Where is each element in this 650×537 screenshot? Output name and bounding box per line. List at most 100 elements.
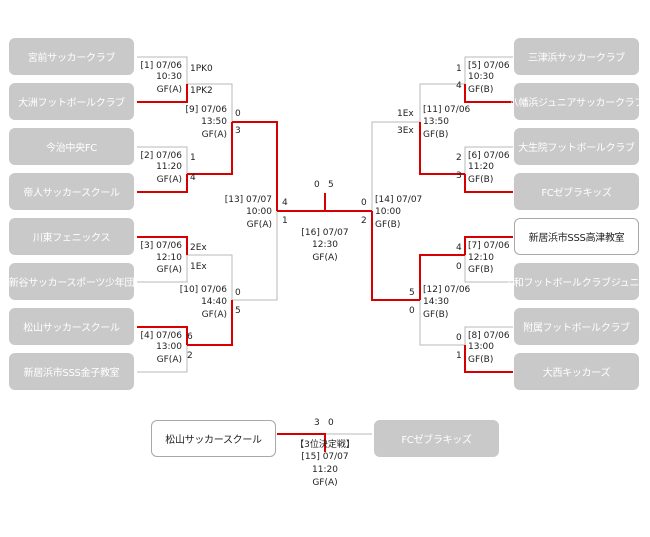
m3-score-2: 1Ex (190, 262, 207, 272)
line-m12-win (419, 254, 465, 300)
m15-info-2: 11:20 (312, 465, 338, 475)
m16-info-3: GF(A) (312, 253, 338, 263)
m9-info-3: GF(A) (201, 130, 227, 140)
m15-score-2: 0 (328, 418, 334, 428)
line-m10-top (187, 254, 233, 300)
line-m11-win (419, 122, 465, 175)
team-left-6: 新谷サッカースポーツ少年団 (9, 263, 135, 300)
m5-info-1: [5] 07/06 (468, 61, 510, 71)
line-m3-bottom (137, 255, 188, 283)
m8-score-1: 0 (456, 333, 462, 343)
line-m9-top (187, 83, 233, 122)
third-place-title: 【3位決定戦】 (295, 440, 355, 450)
team-right-6: 宇和フットボールクラブジュニア (504, 263, 649, 300)
m3-info-1: [3] 07/06 (140, 241, 182, 251)
m2-score-2: 4 (190, 173, 196, 183)
team-left-8: 新居浜市SSS金子教室 (9, 353, 134, 390)
m2-info-1: [2] 07/06 (140, 151, 182, 161)
m14-score-2: 2 (361, 216, 367, 226)
m16-score-2: 5 (328, 180, 334, 190)
m11-info-3: GF(B) (423, 130, 449, 140)
m2-info-2: 11:20 (156, 162, 182, 172)
m11-score-1: 1Ex (397, 109, 414, 119)
line-m1-top (137, 56, 188, 84)
m4-score-1: 6 (187, 332, 193, 342)
team-right-1: 三津浜サッカークラブ (514, 38, 639, 75)
line-m8-top (464, 326, 513, 345)
team-right-2: 八幡浜ジュニアサッカークラブ (509, 83, 644, 120)
m4-info-3: GF(A) (156, 355, 182, 365)
line-m13-bottom (232, 211, 278, 301)
m10-score-2: 5 (235, 306, 241, 316)
line-m12-bottom (419, 300, 465, 346)
m14-info-3: GF(B) (375, 220, 401, 230)
line-m3-win (137, 236, 188, 255)
m8-info-3: GF(B) (468, 355, 494, 365)
m11-score-2: 3Ex (397, 126, 414, 136)
m8-info-2: 13:00 (468, 342, 494, 352)
line-m4-bottom (137, 345, 188, 373)
m13-info-2: 10:00 (246, 207, 272, 217)
line-m10-win (187, 300, 233, 346)
team-left-7: 松山サッカースクール (9, 308, 134, 345)
team-left-1: 宮前サッカークラブ (9, 38, 134, 75)
line-m11-top (419, 83, 465, 122)
line-m8-win (464, 345, 513, 373)
team-right-4: FCゼブラキッズ (514, 173, 639, 210)
team-left-5: 川東フェニックス (9, 218, 134, 255)
line-m6-top (464, 146, 513, 174)
m12-info-3: GF(B) (423, 310, 449, 320)
m13-info-1: [13] 07/07 (224, 195, 272, 205)
team-left-4: 帝人サッカースクール (9, 173, 134, 210)
team-right-7: 附属フットボールクラブ (514, 308, 639, 345)
m3-info-2: 12:10 (156, 253, 182, 263)
m12-score-2: 0 (409, 306, 415, 316)
m13-score-2: 1 (282, 216, 288, 226)
m4-info-2: 13:00 (156, 342, 182, 352)
team-right-8: 大西キッカーズ (514, 353, 639, 390)
m7-info-3: GF(B) (468, 265, 494, 275)
third-place-left-team: 松山サッカースクール (151, 420, 276, 457)
m15-info-1: [15] 07/07 (301, 452, 349, 462)
m10-score-1: 0 (235, 288, 241, 298)
m8-info-1: [8] 07/06 (468, 331, 510, 341)
m6-info-3: GF(B) (468, 175, 494, 185)
m14-info-1: [14] 07/07 (375, 195, 423, 205)
m10-info-2: 14:40 (201, 297, 227, 307)
m12-score-1: 5 (409, 288, 415, 298)
m5-info-2: 10:30 (468, 72, 494, 82)
third-place-right-team: FCゼブラキッズ (374, 420, 499, 457)
m9-score-2: 3 (235, 126, 241, 136)
m7-score-1: 4 (456, 243, 462, 253)
line-m13-win (232, 121, 278, 211)
m9-score-1: 0 (235, 109, 241, 119)
line-m14-top (371, 121, 420, 211)
line-m4-win (137, 326, 188, 345)
m9-info-2: 13:50 (201, 117, 227, 127)
m9-info-1: [9] 07/06 (185, 105, 227, 115)
line-m5-top (464, 56, 513, 84)
m10-info-1: [10] 07/06 (179, 285, 227, 295)
m7-info-2: 12:10 (468, 253, 494, 263)
m14-score-1: 0 (361, 198, 367, 208)
line-m1-win (137, 84, 188, 103)
m16-score-1: 0 (314, 180, 320, 190)
m8-score-2: 1 (456, 351, 462, 361)
m1-score-1: 1PK0 (190, 64, 213, 74)
m7-info-1: [7] 07/06 (468, 241, 510, 251)
m12-info-1: [12] 07/06 (423, 285, 471, 295)
m5-info-3: GF(B) (468, 85, 494, 95)
line-m14-win (371, 211, 420, 301)
team-right-5-champion: 新居浜市SSS高津教室 (514, 218, 639, 255)
m2-score-1: 1 (190, 153, 196, 163)
line-m2-win (137, 174, 188, 193)
m16-info-1: [16] 07/07 (301, 228, 349, 238)
line-m2-top (137, 146, 188, 174)
m11-info-2: 13:50 (423, 117, 449, 127)
m6-info-1: [6] 07/06 (468, 151, 510, 161)
m13-info-3: GF(A) (246, 220, 272, 230)
line-m6-win (464, 174, 513, 193)
line-m15-win (277, 433, 326, 452)
m5-score-1: 1 (456, 64, 462, 74)
